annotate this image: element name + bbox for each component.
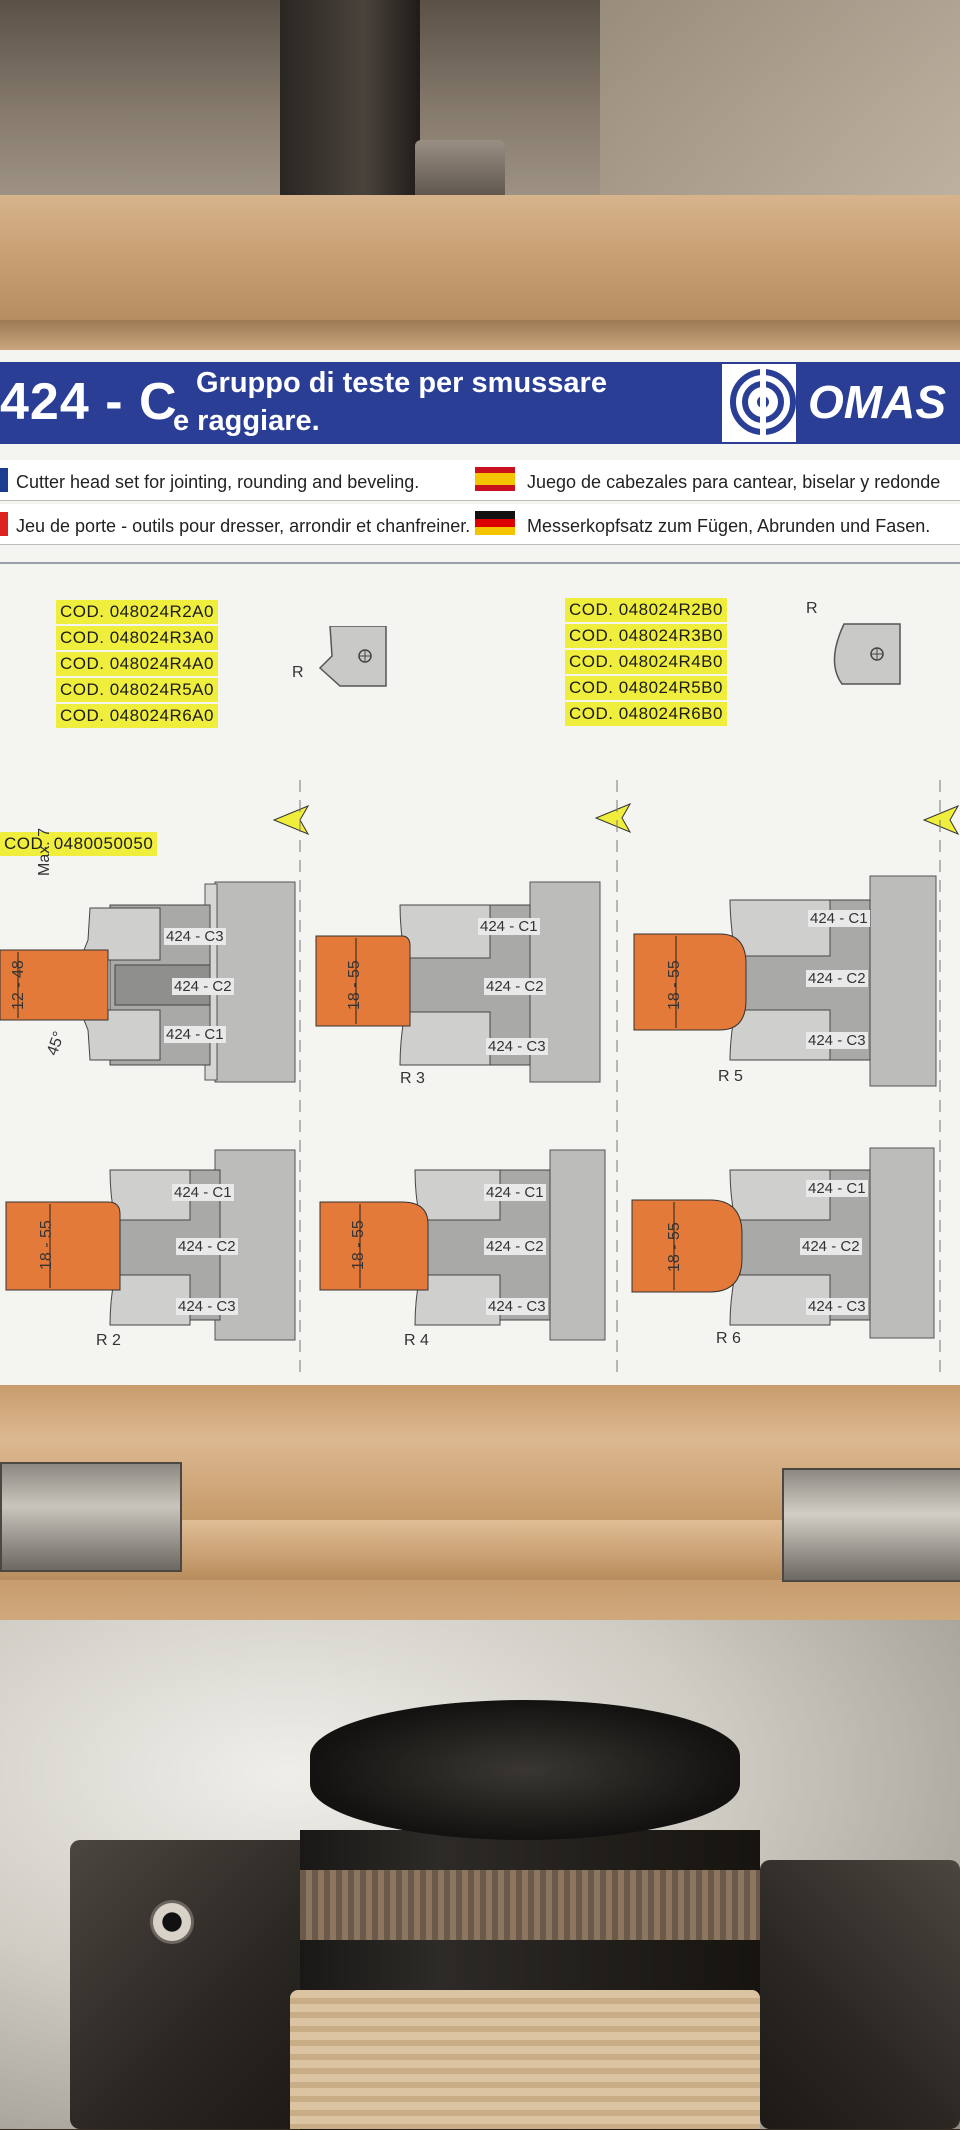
- label-c3: 424 - C3: [486, 1038, 548, 1055]
- centre-lines: [299, 780, 941, 1380]
- code-list-left: COD. 048024R2A0 COD. 048024R3A0 COD. 048…: [56, 600, 218, 728]
- label-c2: 424 - C2: [484, 978, 546, 995]
- wall-light-patch: [600, 0, 960, 200]
- code-item: COD. 048024R2A0: [56, 600, 218, 624]
- code-item: COD. 048024R5B0: [565, 676, 727, 700]
- cutter-jaw-right: [760, 1860, 960, 2129]
- label-c1: 424 - C1: [172, 1184, 234, 1201]
- label-c2: 424 - C2: [172, 978, 234, 995]
- label-r4: R 4: [404, 1332, 429, 1349]
- code-item: COD. 048024R3B0: [565, 624, 727, 648]
- code-item: COD. 048024R2B0: [565, 598, 727, 622]
- label-max: Max. 7: [36, 827, 53, 876]
- hinge-left: [0, 1462, 182, 1572]
- lang-de: Messerkopfsatz zum Fügen, Abrunden und F…: [527, 516, 931, 536]
- sheet-divider: [0, 562, 960, 564]
- cutter-ring: [310, 1700, 740, 1840]
- code-item: COD. 048024R4B0: [565, 650, 727, 674]
- lang-fr: Jeu de porte - outils pour dresser, arro…: [16, 516, 471, 536]
- label-c3: 424 - C3: [806, 1032, 868, 1049]
- label-c1: 424 - C1: [808, 910, 870, 927]
- label-c3: 424 - C3: [164, 928, 226, 945]
- code-list-right: COD. 048024R2B0 COD. 048024R3B0 COD. 048…: [565, 598, 727, 726]
- label-range-b: 18 - 55: [346, 960, 363, 1010]
- header-band: [0, 362, 960, 444]
- feed-arrow-icon: [922, 804, 960, 836]
- spacer-code: COD. 0480050050: [0, 832, 158, 856]
- title-line-2: e raggiare.: [173, 405, 320, 437]
- lang-es: Juego de cabezales para cantear, biselar…: [527, 472, 941, 492]
- label-range-b: 18 - 55: [38, 1220, 55, 1270]
- cutter-jaw-left: [70, 1840, 310, 2129]
- label-c1: 424 - C1: [478, 918, 540, 935]
- label-c2: 424 - C2: [806, 970, 868, 987]
- label-c1: 424 - C1: [164, 1026, 226, 1043]
- bolt-icon: [150, 1900, 194, 1944]
- box-lid: [0, 195, 960, 330]
- label-c3: 424 - C3: [486, 1298, 548, 1315]
- label-range-b: 18 - 55: [350, 1220, 367, 1270]
- clamp-screw: [415, 140, 505, 200]
- flag-uk-icon: [0, 468, 8, 492]
- code-item: COD. 048024R4A0: [56, 652, 218, 676]
- flag-de-icon: [475, 511, 515, 535]
- label-c2: 424 - C2: [176, 1238, 238, 1255]
- model-number: 424 - C: [0, 373, 178, 431]
- cutter-band: [300, 1870, 760, 1940]
- flag-fr-icon: [0, 512, 8, 536]
- label-range-a: 12 - 48: [10, 960, 27, 1010]
- label-r6: R 6: [716, 1330, 741, 1347]
- profile-label-r: R: [806, 600, 818, 617]
- knife-profile-b-icon: [833, 623, 901, 685]
- label-r5: R 5: [718, 1068, 743, 1085]
- title-line-1: Gruppo di teste per smussare: [196, 367, 607, 399]
- code-item: COD. 048024R6B0: [565, 702, 727, 726]
- omas-logo-icon: [730, 369, 796, 435]
- label-c2: 424 - C2: [484, 1238, 546, 1255]
- brand-name: OMAS: [808, 376, 946, 428]
- label-c1: 424 - C1: [484, 1184, 546, 1201]
- code-item: COD. 048024R3A0: [56, 626, 218, 650]
- diagram-chamfer: [0, 881, 296, 1083]
- feed-arrow-icon: [594, 802, 632, 834]
- box-lid-edge: [0, 320, 960, 350]
- diagram-r3: [315, 881, 601, 1083]
- code-item: COD. 048024R6A0: [56, 704, 218, 728]
- flag-es-icon: [475, 467, 515, 491]
- label-range-b: 18 - 55: [666, 960, 683, 1010]
- lang-en: Cutter head set for jointing, rounding a…: [16, 472, 420, 492]
- label-c3: 424 - C3: [176, 1298, 238, 1315]
- knife-profile-a-icon: [318, 626, 387, 687]
- profile-label-r: R: [292, 664, 304, 681]
- label-c3: 424 - C3: [806, 1298, 868, 1315]
- label-range-b: 18 - 55: [666, 1222, 683, 1272]
- code-item: COD. 048024R5A0: [56, 678, 218, 702]
- hinge-right: [782, 1468, 960, 1582]
- label-r3: R 3: [400, 1070, 425, 1087]
- clamp: [280, 0, 420, 200]
- label-r2: R 2: [96, 1332, 121, 1349]
- label-c1: 424 - C1: [806, 1180, 868, 1197]
- wood-disc: [290, 1990, 760, 2129]
- label-c2: 424 - C2: [800, 1238, 862, 1255]
